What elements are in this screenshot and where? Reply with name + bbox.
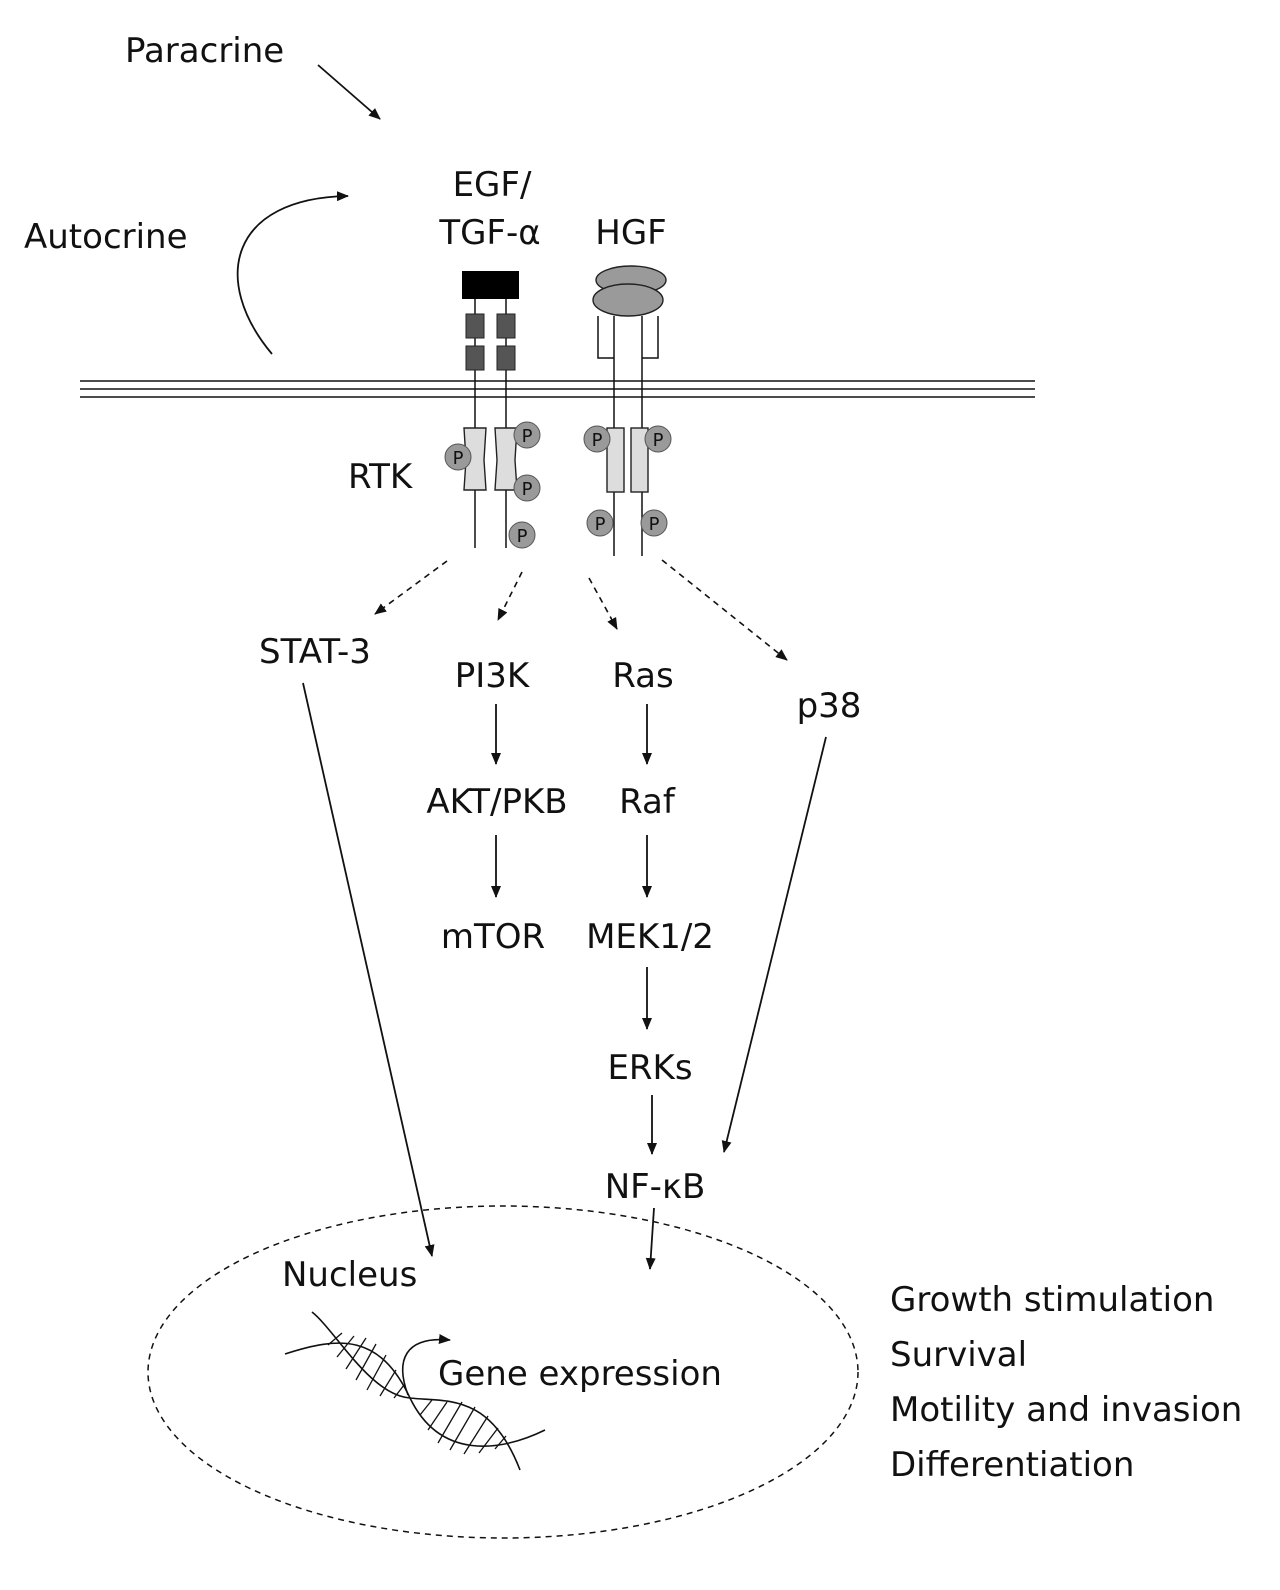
pi3k-node: PI3K: [455, 656, 531, 696]
stat3-node: STAT-3: [259, 632, 371, 672]
arrow-nfkb-nucleus: [645, 1207, 656, 1270]
phospho-group: P: [640, 509, 668, 537]
phospho-group: P: [513, 421, 541, 449]
rtk-label: RTK: [348, 457, 414, 497]
dna-helix-icon: [284, 1311, 546, 1471]
phospho-group: P: [508, 521, 536, 549]
gene-expression-label: Gene expression: [438, 1354, 722, 1394]
hgf-label: HGF: [595, 213, 666, 253]
egf-label: EGF/: [453, 165, 532, 205]
cell-membrane: [80, 380, 1035, 398]
dashed-arrow-stat3: [374, 560, 448, 615]
phospho-group: P: [644, 425, 672, 453]
dashed-arrow-ras: [588, 577, 618, 630]
phospho-label: P: [522, 426, 533, 447]
phospho-label: P: [649, 514, 660, 535]
dashed-arrow-p38: [661, 559, 788, 661]
autocrine-arrow: [236, 191, 349, 355]
p38-node: p38: [797, 686, 862, 726]
met-kinase-domain: [606, 427, 625, 493]
mtor-node: mTOR: [441, 917, 545, 957]
phospho-label: P: [653, 430, 664, 451]
erks-node: ERKs: [607, 1048, 692, 1088]
outcome-item: Growth stimulation: [890, 1280, 1214, 1320]
dashed-arrow-pi3k: [497, 571, 523, 621]
egf-ligand: [462, 271, 519, 299]
phospho-label: P: [592, 430, 603, 451]
mek-node: MEK1/2: [586, 917, 714, 957]
egfr-domain: [496, 345, 516, 371]
met-kinase-domain: [630, 427, 649, 493]
egfr-domain: [465, 345, 485, 371]
phospho-group: P: [513, 474, 541, 502]
phospho-group: P: [586, 509, 614, 537]
egfr-domain: [496, 313, 516, 339]
outcome-item: Motility and invasion: [890, 1390, 1242, 1430]
curved-arrow-icon: [401, 1334, 451, 1396]
phospho-label: P: [453, 448, 464, 469]
arrow-stat3-nucleus: [302, 682, 435, 1257]
egfr-domain: [465, 313, 485, 339]
autocrine-label: Autocrine: [24, 217, 188, 257]
nucleus-label: Nucleus: [282, 1255, 417, 1295]
phospho-label: P: [517, 526, 528, 547]
phospho-label: P: [522, 479, 533, 500]
akt-node: AKT/PKB: [426, 782, 567, 822]
arrow-p38-nfkb: [721, 736, 827, 1153]
raf-node: Raf: [619, 782, 676, 822]
tgf-alpha-label: TGF-α: [438, 213, 540, 253]
paracrine-arrow: [317, 64, 381, 120]
phospho-group: P: [444, 443, 472, 471]
outcome-list: Growth stimulation Survival Motility and…: [890, 1280, 1242, 1485]
egf-receptor: [462, 271, 519, 548]
phospho-group: P: [583, 425, 611, 453]
nfkb-node: NF-κB: [605, 1167, 706, 1207]
hgf-ligand: [592, 283, 664, 317]
hgf-receptor: [592, 265, 667, 556]
ras-node: Ras: [612, 656, 673, 696]
nucleus-boundary: [147, 1205, 859, 1539]
paracrine-label: Paracrine: [125, 31, 284, 71]
phospho-label: P: [595, 514, 606, 535]
outcome-item: Differentiation: [890, 1445, 1134, 1485]
outcome-item: Survival: [890, 1335, 1027, 1375]
